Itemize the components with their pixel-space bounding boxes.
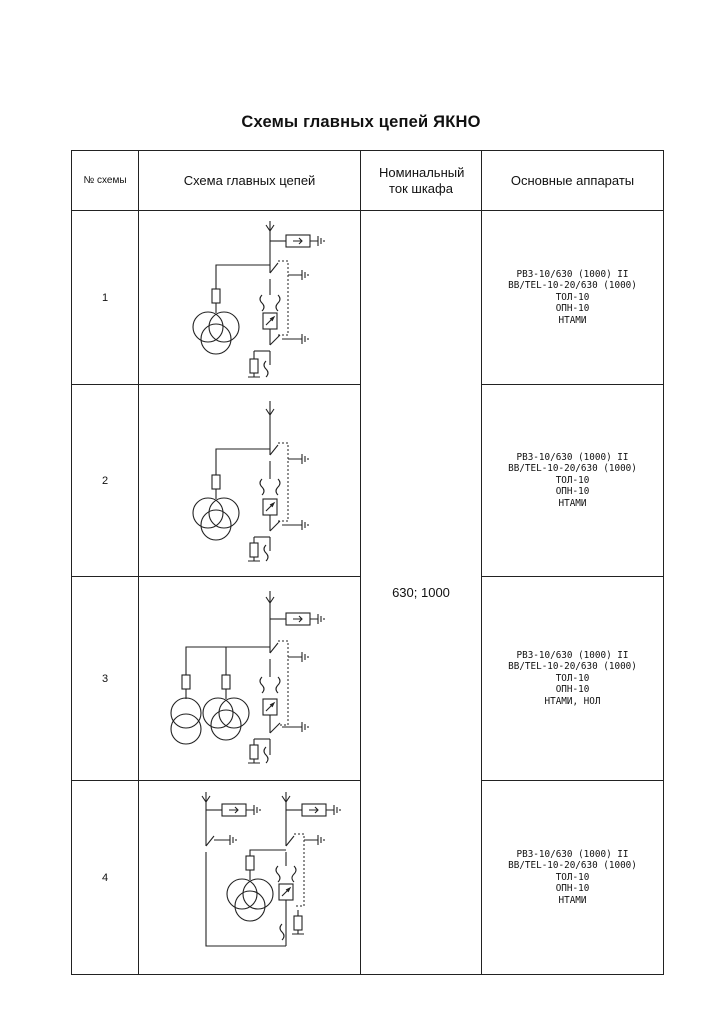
header-current-text: Номинальный ток шкафа <box>379 164 465 196</box>
device-item: НТАМИ <box>558 894 587 906</box>
circuit-diagram-3 <box>169 590 325 764</box>
devices-list-2: РВЗ-10/630 (1000) II ВВ/TEL-10-20/630 (1… <box>481 384 664 577</box>
header-current: Номинальный ток шкафа <box>360 150 482 211</box>
device-item: РВЗ-10/630 (1000) II <box>516 268 629 280</box>
table-row: 2 <box>71 384 664 577</box>
scheme-diagram-cell <box>138 210 361 385</box>
device-item: РВЗ-10/630 (1000) II <box>516 649 629 661</box>
circuit-diagram-4 <box>201 791 341 947</box>
table-row: 3 <box>71 576 664 781</box>
device-item: ТОЛ-10 <box>555 871 590 883</box>
device-item: ВВ/TEL-10-20/630 (1000) <box>508 860 637 872</box>
device-item: ВВ/TEL-10-20/630 (1000) <box>508 661 637 673</box>
header-scheme: Схема главных цепей <box>138 150 361 211</box>
device-item: НТАМИ, НОЛ <box>544 695 601 707</box>
scheme-diagram-cell <box>138 384 361 577</box>
current-value: 630; 1000 <box>360 210 482 975</box>
header-scheme-number: № схемы <box>71 150 139 211</box>
devices-list-3: РВЗ-10/630 (1000) II ВВ/TEL-10-20/630 (1… <box>481 576 664 781</box>
device-item: ОПН-10 <box>555 684 590 696</box>
device-item: ТОЛ-10 <box>555 672 590 684</box>
page-title: Схемы главных цепей ЯКНО <box>241 113 481 131</box>
devices-list-1: РВЗ-10/630 (1000) II ВВ/TEL-10-20/630 (1… <box>481 210 664 385</box>
device-item: ОПН-10 <box>555 303 590 315</box>
header-row: № схемы Схема главных цепей Номинальный … <box>71 150 664 211</box>
table-row: 1 <box>71 210 664 975</box>
scheme-number: 2 <box>71 384 139 577</box>
scheme-number: 4 <box>71 780 139 975</box>
device-item: ТОЛ-10 <box>555 291 590 303</box>
device-item: РВЗ-10/630 (1000) II <box>516 848 629 860</box>
circuit-diagram-2 <box>191 400 309 562</box>
device-item: НТАМИ <box>558 497 587 509</box>
schemes-table: № схемы Схема главных цепей Номинальный … <box>71 150 664 975</box>
header-devices: Основные аппараты <box>481 150 664 211</box>
devices-list-4: РВЗ-10/630 (1000) II ВВ/TEL-10-20/630 (1… <box>481 780 664 975</box>
scheme-number: 1 <box>71 210 139 385</box>
scheme-number: 3 <box>71 576 139 781</box>
device-item: ВВ/TEL-10-20/630 (1000) <box>508 463 637 475</box>
scheme-diagram-cell <box>138 780 361 975</box>
circuit-diagram-1 <box>191 220 325 378</box>
device-item: РВЗ-10/630 (1000) II <box>516 451 629 463</box>
device-item: ТОЛ-10 <box>555 474 590 486</box>
device-item: ОПН-10 <box>555 486 590 498</box>
device-item: НТАМИ <box>558 314 587 326</box>
device-item: ВВ/TEL-10-20/630 (1000) <box>508 280 637 292</box>
table-row: 4 <box>71 780 664 975</box>
scheme-diagram-cell <box>138 576 361 781</box>
device-item: ОПН-10 <box>555 883 590 895</box>
